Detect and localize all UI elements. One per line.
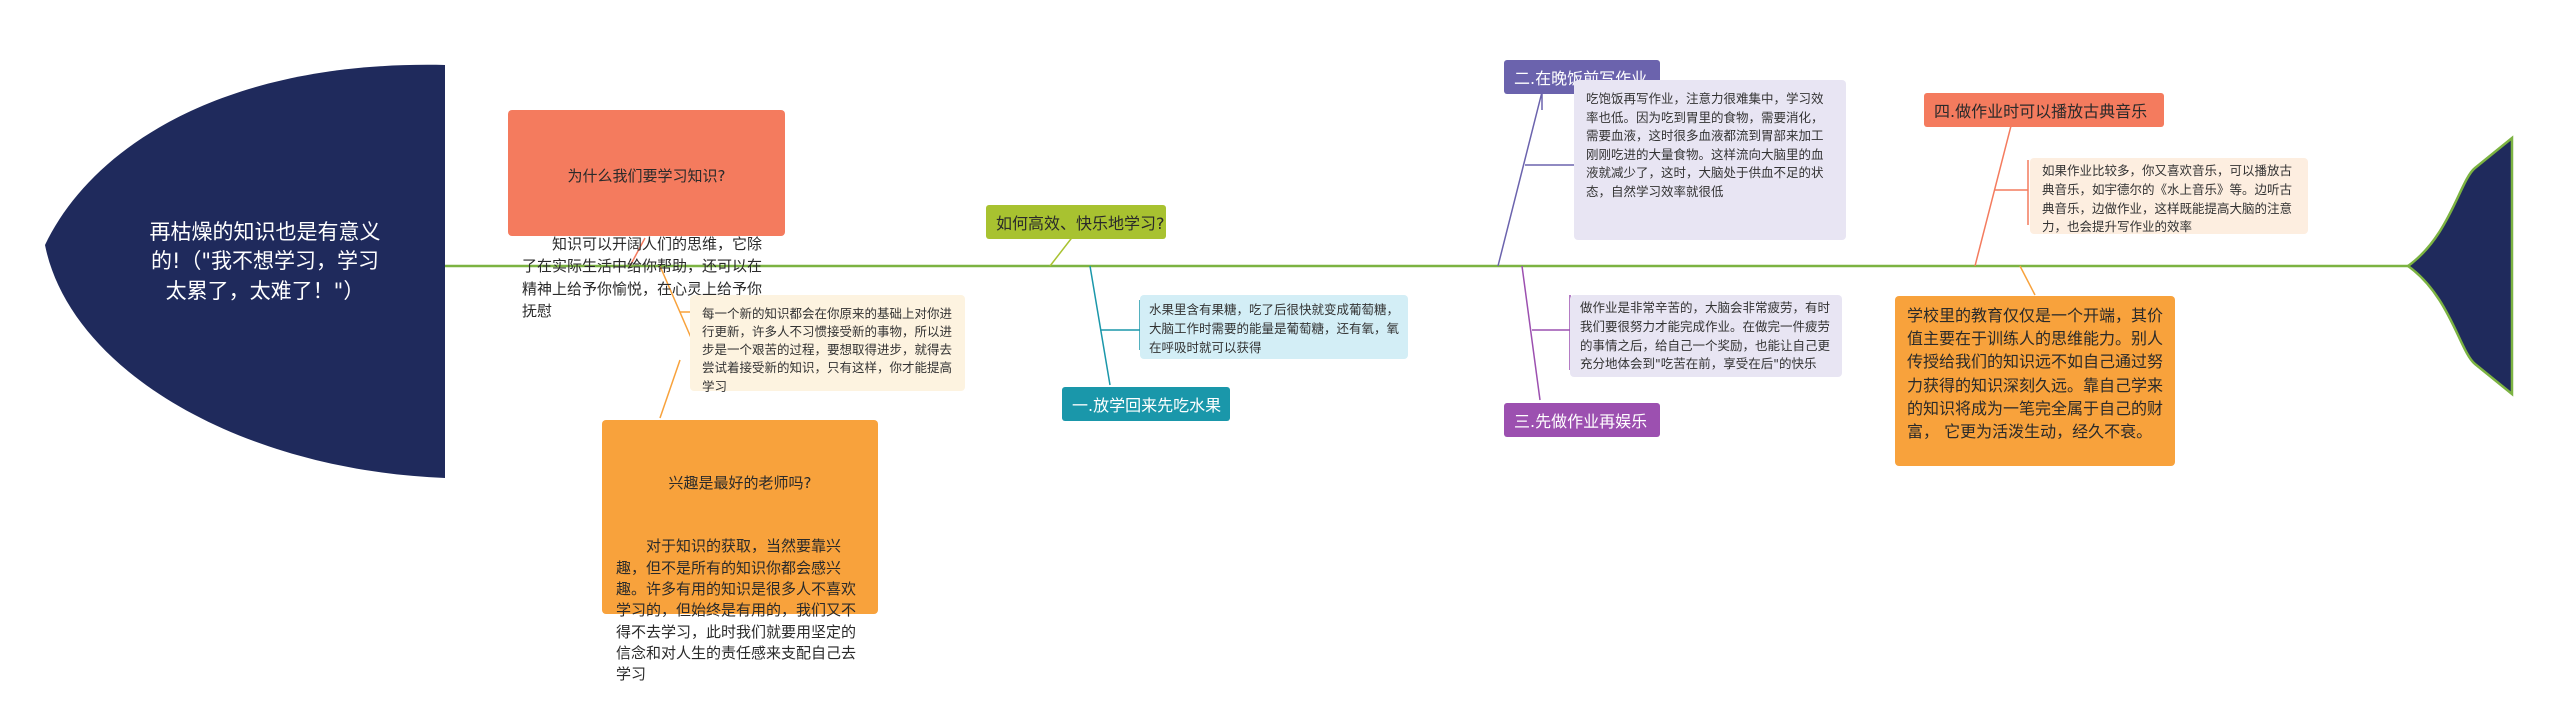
node-interest[interactable]: 兴趣是最好的老师吗? 对于知识的获取，当然要靠兴趣，但不是所有的知识你都会感兴趣… bbox=[602, 420, 878, 683]
node-school[interactable]: 学校里的教育仅仅是一个开端，其价值主要在于训练人的思维能力。别人传授给我们的知识… bbox=[1895, 296, 2175, 466]
branch-school bbox=[2019, 265, 2036, 296]
node-music-note[interactable]: 如果作业比较多，你又喜欢音乐，可以播放古典音乐，如宇德尔的《水上音乐》等。边听古… bbox=[2030, 158, 2308, 234]
node-fruit-note[interactable]: 水果里含有果糖，吃了后很快就变成葡萄糖，大脑工作时需要的能量是葡萄糖，还有氧，氧… bbox=[1140, 295, 1408, 359]
node-why[interactable]: 为什么我们要学习知识? 知识可以开阔人们的思维，它除了在实际生活中给你帮助，还可… bbox=[508, 110, 785, 320]
node-why-body: 知识可以开阔人们的思维，它除了在实际生活中给你帮助，还可以在精神上给予你愉悦，在… bbox=[522, 234, 763, 321]
branch-step3 bbox=[1521, 265, 1571, 401]
node-step3[interactable]: 三.先做作业再娱乐 bbox=[1504, 403, 1660, 437]
node-new-knowledge[interactable]: 每一个新的知识都会在你原来的基础上对你进行更新，许多人不习惯接受新的事物，所以进… bbox=[690, 295, 965, 394]
node-interest-body: 对于知识的获取，当然要靠兴趣，但不是所有的知识你都会感兴趣。许多有用的知识是很多… bbox=[616, 537, 857, 684]
node-homework-note[interactable]: 做作业是非常辛苦的，大脑会非常疲劳，有时我们要很努力才能完成作业。在做完一件疲劳… bbox=[1570, 295, 1842, 377]
node-why-title: 为什么我们要学习知识? bbox=[567, 167, 726, 185]
node-interest-title: 兴趣是最好的老师吗? bbox=[668, 473, 812, 492]
branch-how bbox=[1049, 234, 1075, 267]
node-step1[interactable]: 一.放学回来先吃水果 bbox=[1062, 387, 1230, 421]
fish-head bbox=[45, 64, 445, 478]
node-dinner-note[interactable]: 吃饱饭再写作业，注意力很难集中，学习效率也低。因为吃到胃里的食物，需要消化，需要… bbox=[1574, 80, 1846, 240]
branch-step4 bbox=[1974, 121, 2029, 267]
head-title: 再枯燥的知识也是有意义 的!（"我不想学习，学习 太累了，太难了！"） bbox=[149, 220, 381, 303]
branch-interest bbox=[659, 359, 681, 419]
branch-step1 bbox=[1089, 265, 1141, 386]
branch-step2 bbox=[1497, 90, 1576, 267]
node-how[interactable]: 如何高效、快乐地学习? bbox=[986, 205, 1166, 239]
fish-tail bbox=[2405, 135, 2514, 397]
node-step4[interactable]: 四.做作业时可以播放古典音乐 bbox=[1924, 93, 2164, 127]
branch-why bbox=[629, 237, 646, 267]
